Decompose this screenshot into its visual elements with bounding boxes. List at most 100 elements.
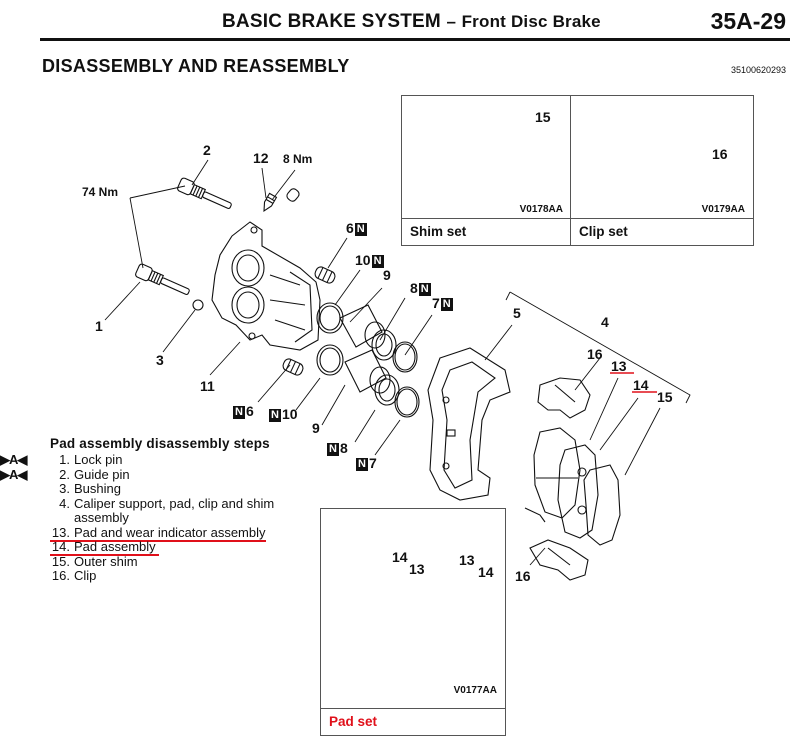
steps-list: ▶A◀ 1. Lock pin ▶A◀2.Guide pin 3. Bushing 4… xyxy=(0,452,275,584)
callout-16-top: 16 xyxy=(587,346,603,362)
guide-pin-part xyxy=(177,177,232,209)
new-part-badge: N xyxy=(327,443,339,456)
inset-pad-callout-13a: 13 xyxy=(409,561,425,577)
leader-lines xyxy=(104,159,691,566)
step-text: Caliper support, pad, clip and shim xyxy=(74,495,275,511)
inset-pad-callout-13b: 13 xyxy=(459,552,475,568)
step-text: Lock pin xyxy=(74,452,123,467)
red-underline: 14. Pad assembly xyxy=(50,539,160,556)
boot-lower-part xyxy=(282,358,304,376)
callout-6-num: 6 xyxy=(346,220,354,236)
inset-caption: Clip set xyxy=(571,218,753,245)
step-text: Guide pin xyxy=(74,466,130,482)
new-part-badge: N xyxy=(233,406,245,419)
pad-wear-indicator-part xyxy=(524,427,581,523)
figure-code: V0179AA xyxy=(701,204,745,215)
service-point-marker: ▶A◀ xyxy=(0,452,27,467)
inset-pad-callout-14b: 14 xyxy=(478,564,494,580)
new-part-badge: N xyxy=(354,223,367,236)
new-part-badge: N xyxy=(418,283,431,296)
clip-upper-part xyxy=(537,377,591,419)
header-dash: – xyxy=(446,12,457,31)
torque-label-guide: 74 Nm xyxy=(82,185,119,199)
new-part-badge: N xyxy=(440,298,453,311)
callout-13: 13 xyxy=(611,358,627,374)
disassembly-steps: Pad assembly disassembly steps ▶A◀ 1. Lock… xyxy=(0,436,275,584)
callout-16-bottom: 16 xyxy=(515,568,531,584)
piston-seal-upper xyxy=(316,302,344,334)
step-item: ▶A◀ 1. Lock pin xyxy=(0,452,274,468)
callout-9-bottom: 9 xyxy=(312,420,320,436)
ring-upper xyxy=(392,341,418,373)
step-number: 14. xyxy=(51,539,70,554)
step-item-highlighted: 14. Pad assembly xyxy=(50,539,274,556)
step-number: 1. xyxy=(59,452,70,467)
header-subtitle: Front Disc Brake xyxy=(461,12,601,31)
inset-caption: Shim set xyxy=(402,218,571,245)
callout-8-num: 8 xyxy=(410,280,418,296)
new-part-badge: N xyxy=(356,458,368,471)
dust-seal-lower xyxy=(374,374,400,406)
callout-7-num: 7 xyxy=(368,455,377,471)
callout-5: 5 xyxy=(513,305,521,321)
piston-upper xyxy=(339,304,386,349)
callout-2: 2 xyxy=(203,142,211,158)
inset-pad-callout-14a: 14 xyxy=(392,549,408,565)
caliper-support-part xyxy=(427,347,511,501)
new-part-badge: N xyxy=(371,255,384,268)
ring-lower xyxy=(394,386,420,418)
inset-caption: Pad set xyxy=(321,708,505,735)
step-item: ▶A◀2.Guide pin xyxy=(0,466,274,483)
callout-11: 11 xyxy=(200,378,215,394)
dust-seal-upper xyxy=(371,329,397,361)
boot-upper-part xyxy=(314,266,336,284)
inset-shim-set: 15 V0178AA Shim set xyxy=(401,95,572,246)
torque-label-bleeder: 8 Nm xyxy=(283,152,313,166)
step-number: 4. xyxy=(59,495,70,511)
callout-7-num: 7 xyxy=(432,295,440,311)
step-number: 3. xyxy=(59,481,70,496)
callout-14: 14 xyxy=(633,377,649,393)
callout-8-num: 8 xyxy=(339,440,348,456)
document-id: 35100620293 xyxy=(730,65,786,75)
red-underline: 13.Pad and wear indicator assembly xyxy=(50,524,266,542)
step-text: Bushing xyxy=(74,481,121,496)
section-title: DISASSEMBLY AND REASSEMBLY xyxy=(42,56,350,76)
bleeder-cap-part xyxy=(286,188,300,202)
callout-6-num: 6 xyxy=(245,403,254,419)
step-text: Pad and wear indicator assembly xyxy=(74,524,266,540)
step-number: 13. xyxy=(51,524,70,540)
page-number: 35A-29 xyxy=(710,8,786,34)
step-text: Outer shim xyxy=(74,553,138,569)
header-title: BASIC BRAKE SYSTEM – Front Disc Brake xyxy=(222,11,601,33)
callout-12: 12 xyxy=(253,150,269,166)
step-number: 16. xyxy=(51,568,70,583)
inset-shim-callout-15: 15 xyxy=(535,109,551,125)
step-item: 4.Caliper support, pad, clip and shim xyxy=(50,495,275,512)
step-item: 3. Bushing xyxy=(50,481,274,497)
bleeder-screw-part xyxy=(263,192,278,212)
steps-title: Pad assembly disassembly steps xyxy=(50,436,270,451)
caliper-body-part xyxy=(211,221,321,351)
step-item: 15.Outer shim xyxy=(50,553,274,570)
callout-1: 1 xyxy=(95,318,103,334)
piston-seal-lower xyxy=(316,344,344,376)
clip-lower-part xyxy=(529,539,589,581)
header-system: BASIC BRAKE SYSTEM xyxy=(222,11,441,32)
callout-9-top: 9 xyxy=(383,267,391,283)
step-text: Pad assembly xyxy=(74,539,156,554)
figure-code: V0177AA xyxy=(453,685,497,696)
inset-clip-callout-16: 16 xyxy=(712,146,728,162)
callout-10-num: 10 xyxy=(281,406,298,422)
inset-pad-set: 14 13 13 14 V0177AA Pad set xyxy=(320,508,506,736)
lock-pin-part xyxy=(135,263,190,295)
step-number: 15. xyxy=(51,553,70,569)
